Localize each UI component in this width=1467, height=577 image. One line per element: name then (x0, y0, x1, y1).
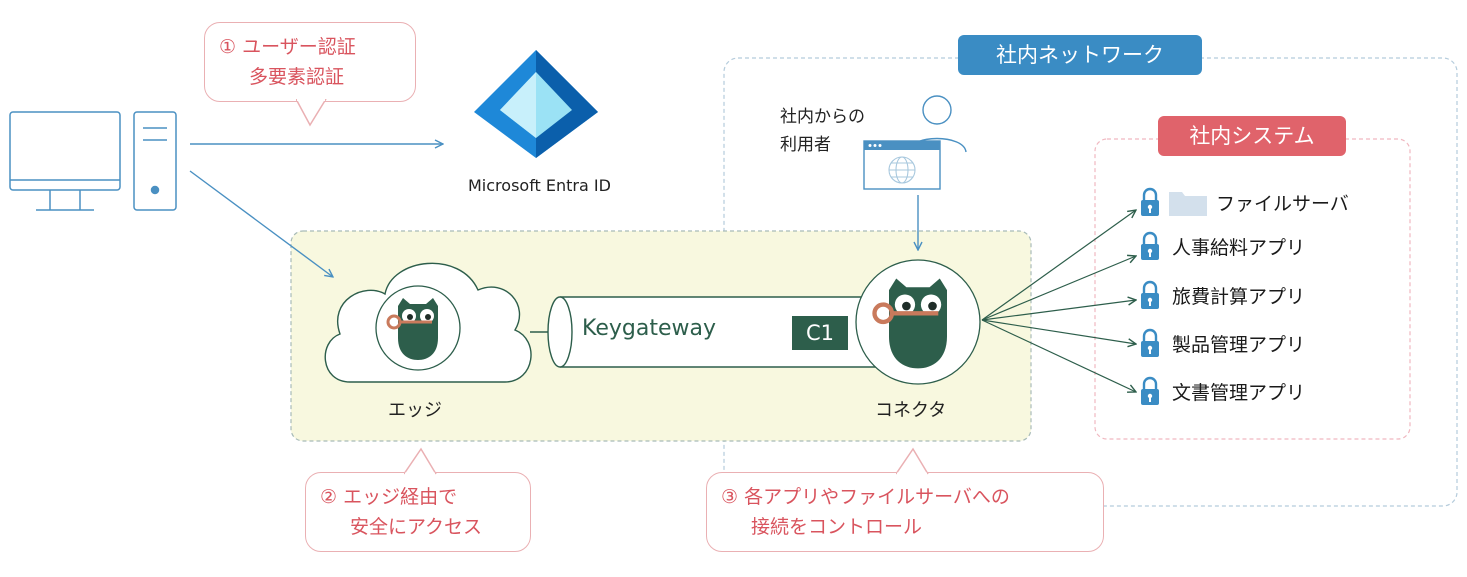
app-label: 製品管理アプリ (1172, 333, 1306, 356)
lock-icon (1141, 280, 1159, 309)
internal-system-title: 社内システム (1158, 116, 1346, 156)
edge-callout-tail (404, 447, 437, 475)
connector-label: コネクタ (875, 400, 947, 421)
lock-icon (1141, 328, 1159, 357)
app-label: 文書管理アプリ (1172, 381, 1306, 404)
internal-user-label-line2: 利用者 (780, 135, 831, 155)
entra-id-label: Microsoft Entra ID (468, 176, 611, 195)
internal-user-label-line1: 社内からの (780, 107, 865, 127)
app-item-document-management[interactable]: 文書管理アプリ (1140, 375, 1305, 407)
app-item-travel-expense[interactable]: 旅費計算アプリ (1140, 279, 1305, 311)
app-label: 旅費計算アプリ (1172, 285, 1306, 308)
folder-icon (1169, 192, 1207, 216)
control-callout-tail (896, 447, 929, 475)
control-callout-line1: ③ 各アプリやファイルサーバへの (721, 486, 1010, 508)
app-label: ファイルサーバ (1216, 192, 1349, 215)
connector-owl-icon (872, 278, 947, 369)
edge-label: エッジ (388, 400, 442, 421)
auth-callout-line2: 多要素認証 (249, 66, 345, 88)
app-item-file-server[interactable]: ファイルサーバ (1140, 186, 1349, 218)
lock-icon (1141, 376, 1159, 405)
edge-callout-line1: ② エッジ経由で (320, 486, 458, 508)
internal-network-title: 社内ネットワーク (958, 35, 1202, 75)
edge-owl-icon (386, 298, 438, 360)
keygateway-label: Keygateway (582, 316, 716, 341)
app-item-product-management[interactable]: 製品管理アプリ (1140, 327, 1305, 359)
auth-callout: ① ユーザー認証 多要素認証 (204, 22, 416, 102)
internal-system-zone (1094, 138, 1411, 440)
lock-icon (1141, 231, 1159, 260)
lock-icon (1141, 187, 1159, 216)
connector-fan-lines (981, 210, 1136, 392)
app-item-hr-payroll[interactable]: 人事給料アプリ (1140, 230, 1305, 262)
browser-window-icon (863, 140, 941, 190)
entra-id-logo (474, 50, 598, 158)
auth-callout-tail (296, 99, 327, 127)
auth-callout-line1: ① ユーザー認証 (219, 36, 356, 58)
control-callout-line2: 接続をコントロール (751, 516, 923, 538)
edge-callout-line2: 安全にアクセス (350, 516, 483, 538)
edge-arrow (189, 170, 333, 277)
control-callout: ③ 各アプリやファイルサーバへの 接続をコントロール (706, 472, 1104, 552)
client-pc-icon (9, 111, 177, 211)
edge-callout: ② エッジ経由で 安全にアクセス (305, 472, 531, 552)
app-label: 人事給料アプリ (1172, 236, 1306, 259)
c1-badge: C1 (792, 316, 848, 350)
